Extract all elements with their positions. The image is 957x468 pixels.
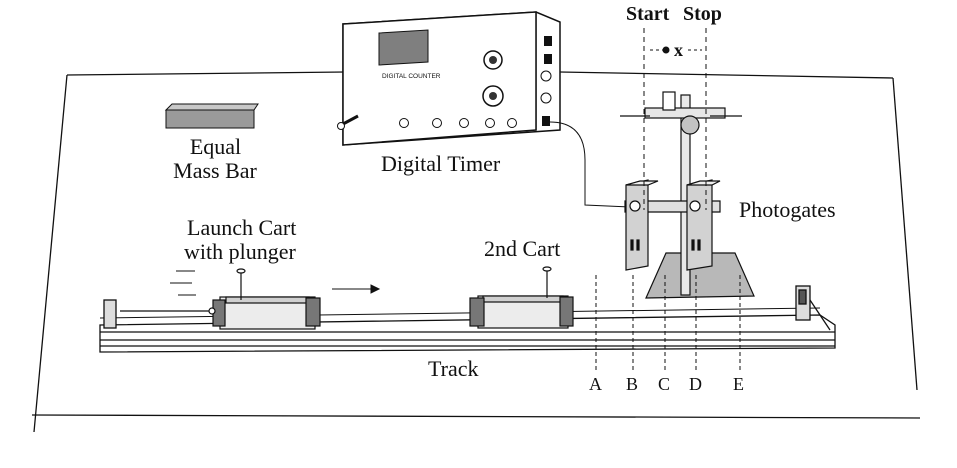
track-label: Track — [428, 356, 479, 381]
position-b-label: B — [626, 374, 639, 394]
direction-arrow — [332, 284, 381, 294]
photogate-assembly — [620, 91, 755, 299]
gate-spacing-markers — [643, 28, 707, 210]
position-lines — [595, 275, 741, 370]
motion-lines — [170, 270, 196, 296]
table-surface — [31, 71, 921, 433]
position-c-label: C — [658, 374, 671, 394]
digital-timer: DIGITAL COUNTER — [337, 11, 631, 208]
launch-cart-label-line1: Launch Cart — [187, 215, 297, 240]
photogates-label: Photogates — [739, 197, 836, 222]
launch-cart — [120, 268, 321, 330]
start-label: Start — [626, 3, 670, 25]
position-a-label: A — [589, 374, 602, 394]
x-label: x — [674, 40, 683, 60]
second-cart-label: 2nd Cart — [484, 236, 561, 261]
equal-mass-bar-label-line2: Mass Bar — [173, 158, 257, 183]
counter-title: DIGITAL COUNTER — [382, 73, 441, 80]
position-d-label: D — [689, 374, 702, 394]
stop-label: Stop — [683, 3, 722, 25]
second-cart — [469, 266, 574, 329]
equal-mass-bar — [164, 103, 259, 129]
launch-cart-label-line2: with plunger — [184, 239, 296, 264]
digital-timer-label: Digital Timer — [381, 151, 501, 176]
equal-mass-bar-label-line1: Equal — [189, 134, 242, 159]
position-e-label: E — [733, 374, 744, 394]
